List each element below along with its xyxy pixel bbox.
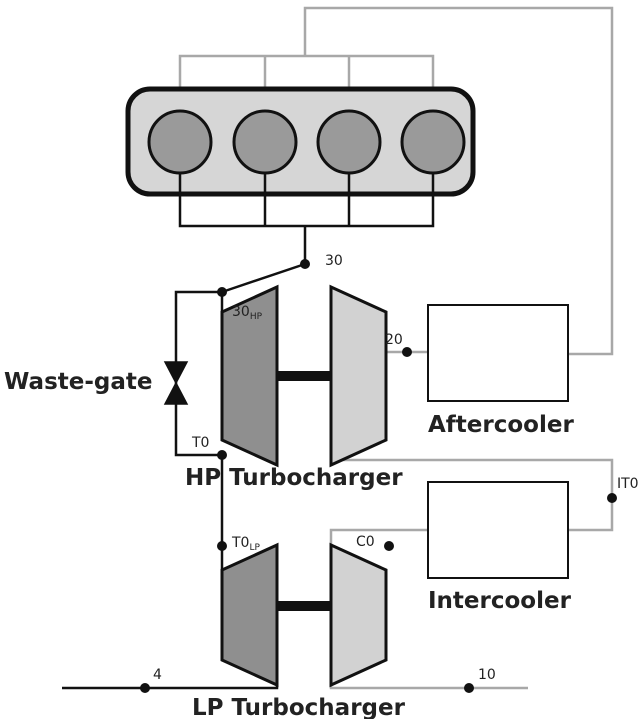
cylinder-4 xyxy=(400,109,466,175)
hp-turbine xyxy=(220,284,279,468)
lp-turbocharger-label: LP Turbocharger xyxy=(192,695,406,719)
node-label-20: 20 xyxy=(385,332,403,348)
node-label-t0lp-sub: LP xyxy=(249,543,260,553)
node-dot-it0 xyxy=(607,493,617,503)
lp-shaft xyxy=(277,601,331,611)
node-dot-30hp xyxy=(217,287,227,297)
node-dots xyxy=(140,259,617,693)
node-label-30: 30 xyxy=(325,253,343,269)
lp-turbocharger xyxy=(220,542,388,688)
node-dot-t0 xyxy=(217,450,227,460)
hp-turbocharger xyxy=(220,284,388,468)
node-label-30hp-sub: HP xyxy=(250,312,263,322)
node-dot-30 xyxy=(300,259,310,269)
lp-compressor xyxy=(329,542,388,688)
node-label-10: 10 xyxy=(478,667,496,683)
waste-gate-label: Waste-gate xyxy=(4,369,152,395)
aftercooler-label: Aftercooler xyxy=(428,412,574,438)
node-dot-4 xyxy=(140,683,150,693)
hp-shaft xyxy=(277,371,331,381)
cylinder-2 xyxy=(232,109,298,175)
node-label-t0: T0 xyxy=(191,435,209,451)
node-label-t0lp-main: T0 xyxy=(231,535,249,551)
intercooler-box xyxy=(427,481,569,579)
engine-block xyxy=(125,86,476,197)
waste-gate-valve xyxy=(163,361,189,405)
node-dot-t0lp xyxy=(217,541,227,551)
node-label-t0lp: T0LP xyxy=(231,535,260,553)
node-dot-20 xyxy=(402,347,412,357)
aftercooler-box xyxy=(427,304,569,402)
node-label-30hp-main: 30 xyxy=(232,304,250,320)
node-dot-c0 xyxy=(384,541,394,551)
hp-turbocharger-label: HP Turbocharger xyxy=(185,465,403,491)
intake-manifold xyxy=(178,6,614,356)
node-dot-10 xyxy=(464,683,474,693)
node-label-c0: C0 xyxy=(356,534,375,550)
lp-turbine xyxy=(220,542,279,688)
node-label-4: 4 xyxy=(153,667,162,683)
intercooler-label: Intercooler xyxy=(428,588,572,614)
hp-compressor xyxy=(329,284,388,468)
node-label-it0: IT0 xyxy=(617,476,639,492)
cylinder-3 xyxy=(316,109,382,175)
node-label-30hp: 30HP xyxy=(232,304,263,322)
cylinder-1 xyxy=(147,109,213,175)
